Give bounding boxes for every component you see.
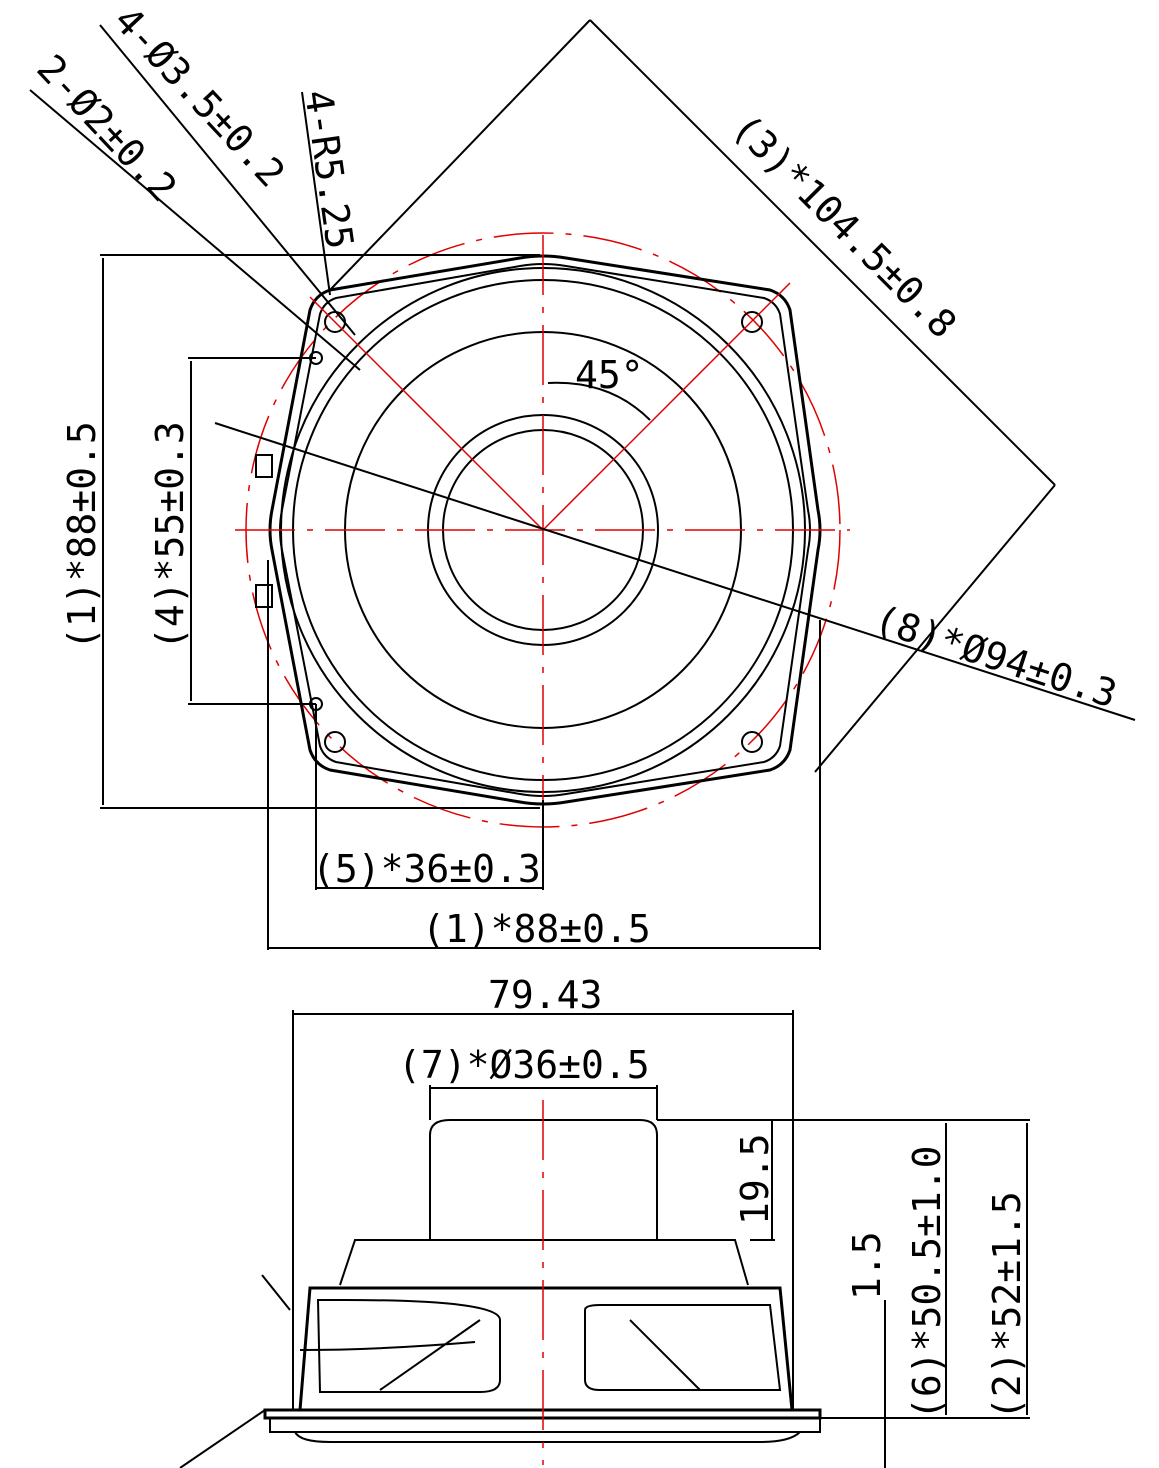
magnet-plate xyxy=(339,1239,749,1286)
label-magnet-diameter: (7)*Ø36±0.5 xyxy=(398,1043,650,1087)
label-angle: 45° xyxy=(575,353,644,397)
label-outer-diameter: (8)*Ø94±0.3 xyxy=(869,597,1122,717)
label-width: (1)*88±0.5 xyxy=(422,907,651,951)
label-height: (1)*88±0.5 xyxy=(60,421,104,650)
side-view xyxy=(179,1010,1030,1468)
label-hole-offset: (5)*36±0.3 xyxy=(312,847,541,891)
magnet xyxy=(429,1119,658,1240)
top-view xyxy=(29,19,1136,950)
frame-outline xyxy=(268,254,822,806)
mount-hole xyxy=(741,731,763,753)
label-total-depth: (2)*52±1.5 xyxy=(985,1191,1029,1420)
label-depth: (6)*50.5±1.0 xyxy=(905,1145,949,1420)
terminal xyxy=(255,454,273,478)
dimension-labels: 4-Ø3.5±0.2 2-Ø2±0.2 4-R5.25 (3)*104.5±0.… xyxy=(28,0,1122,1420)
label-magnet-height: 19.5 xyxy=(733,1133,777,1225)
mount-hole xyxy=(324,731,346,753)
label-basket-width: 79.43 xyxy=(488,973,602,1017)
label-corner-radius: 4-R5.25 xyxy=(296,87,362,252)
label-hole-spacing: (4)*55±0.3 xyxy=(148,421,192,650)
label-diagonal: (3)*104.5±0.8 xyxy=(724,105,965,346)
terminal xyxy=(255,584,273,608)
label-flange: 1.5 xyxy=(845,1231,889,1300)
mount-hole xyxy=(741,311,763,333)
